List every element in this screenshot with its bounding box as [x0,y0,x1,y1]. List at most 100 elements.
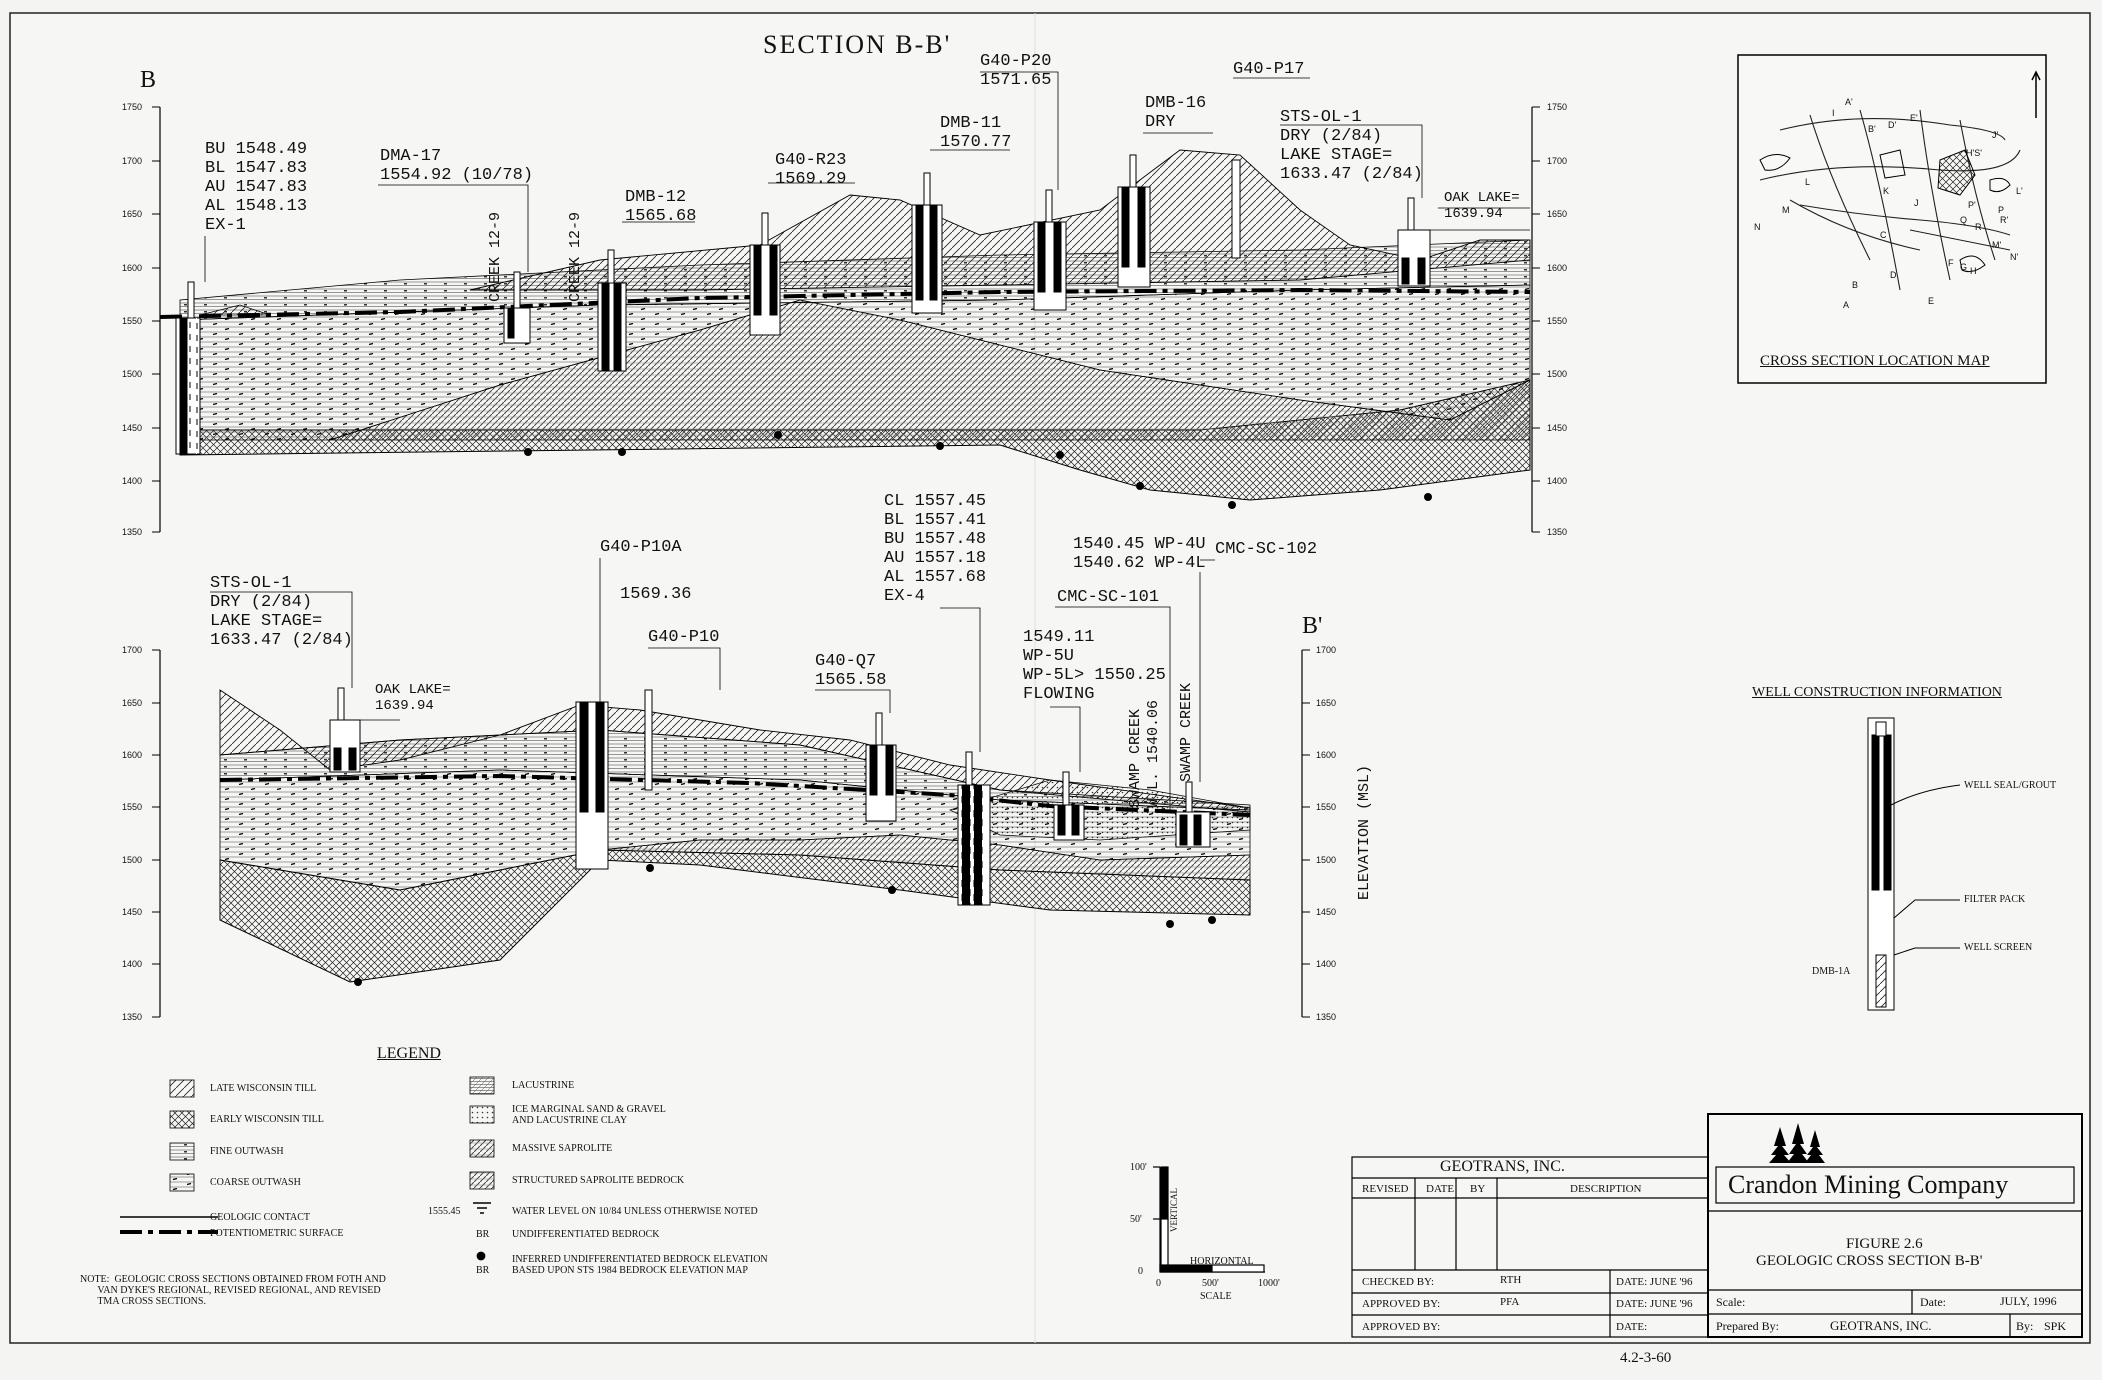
legend-swatches [120,1076,495,1261]
label-p20: G40-P20 1571.65 [980,52,1052,90]
tick-label: 1500 [1547,369,1568,379]
label-p10a: G40-P10A [600,538,682,557]
tick-label: 1550 [1316,802,1337,812]
map-letter: E' [1910,113,1918,123]
tick-label: 1350 [1316,1012,1337,1022]
label-swamp-creek: SWAMP CREEK [1178,682,1195,782]
map-letter: K [1883,186,1890,196]
map-letter: E [1928,296,1935,306]
well-p10 [644,689,653,791]
legend-massive-saprolite: MASSIVE SAPROLITE [512,1143,613,1154]
scale-h1000: 1000' [1258,1278,1280,1289]
label-sts-ol-1-upper: STS-OL-1 DRY (2/84) LAKE STAGE= 1633.47 … [1280,108,1423,184]
location-map-caption: CROSS SECTION LOCATION MAP [1760,353,1990,369]
well-screen-label: WELL SCREEN [1964,942,2033,953]
upper-section [152,71,1540,533]
well-construction-diagram [1867,717,1961,1011]
map-letter: A [1843,300,1850,310]
tick-label: 1750 [122,102,143,112]
map-letter: P [1998,205,2005,215]
legend-undiff-bedrock: UNDIFFERENTIATED BEDROCK [512,1229,660,1240]
tick-label: 1450 [1316,907,1337,917]
checked-value: RTH [1500,1274,1522,1286]
label-creek-a: CREEK 12-9 [487,211,504,302]
section-title: SECTION B-B' [763,30,952,59]
label-dmb12: DMB-12 1565.68 [625,188,697,226]
legend-potentiometric: POTENTIOMETRIC SURFACE [210,1228,344,1239]
col-revised: REVISED [1362,1183,1409,1195]
company-name: Crandon Mining Company [1728,1170,2009,1199]
scale-v0: 0 [1138,1266,1143,1277]
map-letter: M [1782,205,1790,215]
approved-value: PFA [1500,1296,1520,1308]
tick-label: 1500 [122,369,143,379]
map-letter: M' [1992,240,2002,250]
label-creek-b: CREEK 12-9 [567,211,584,302]
map-letter: L [1805,177,1811,187]
firm-name: GEOTRANS, INC. [1440,1158,1565,1175]
checked-date: DATE: JUNE '96 [1616,1276,1693,1288]
scale-field: Scale: [1716,1295,1746,1309]
col-date: DATE [1426,1183,1455,1195]
by-value: SPK [2044,1319,2067,1333]
tick-label: 1400 [122,476,143,486]
prepared-by: Prepared By: [1716,1319,1779,1333]
scale-h500: 500' [1202,1278,1219,1289]
label-p17: G40-P17 [1233,60,1305,79]
tick-label: 1550 [1547,316,1568,326]
map-letter: H [1970,266,1977,276]
label-dmb11: DMB-11 1570.77 [940,114,1012,152]
map-letter: G [1960,262,1968,272]
date-field: Date: [1920,1295,1946,1309]
label-q7: G40-Q7 1565.58 [815,652,887,690]
end-label-b-prime: B' [1302,613,1323,639]
potentiometric-surface-upper [159,287,1531,319]
approved-date-1: DATE: JUNE '96 [1616,1298,1693,1310]
end-label-b: B [140,67,157,93]
map-letter: B [1852,280,1859,290]
scale-label: SCALE [1200,1291,1232,1302]
col-by: BY [1470,1183,1486,1195]
tick-label: 1600 [1547,263,1568,273]
label-wp5: 1549.11 WP-5U WP-5L> 1550.25 FLOWING [1023,628,1166,704]
tick-label: 1500 [122,855,143,865]
approved-by-2: APPROVED BY: [1362,1321,1441,1333]
tick-label: 1650 [1316,698,1337,708]
map-letter: F [1948,258,1954,268]
map-letter: N' [2010,252,2019,262]
scale-h0: 0 [1156,1278,1161,1289]
tick-label: 1450 [1547,423,1568,433]
bedrock-markers-lower [354,864,1216,986]
label-oak-lake-lower: OAK LAKE= 1639.94 [375,682,451,714]
prepared-value: GEOTRANS, INC. [1830,1318,1932,1333]
bedrock-markers-upper [524,431,1432,509]
tick-label: 1350 [122,527,143,537]
title-block [1351,1113,2083,1338]
tick-label: 1400 [1547,476,1568,486]
tick-label: 1500 [1316,855,1337,865]
tick-label: 1700 [122,645,143,655]
checked-by: CHECKED BY: [1362,1276,1435,1288]
lower-section [152,558,1310,1018]
by-field: By: [2016,1319,2034,1333]
tick-label: 1450 [122,423,143,433]
legend-inferred-bedrock: INFERRED UNDIFFERENTIATED BEDROCK ELEVAT… [512,1254,768,1276]
figure-number: FIGURE 2.6 [1846,1236,1923,1252]
col-description: DESCRIPTION [1570,1183,1642,1195]
legend-br-symbol-2: BR [476,1265,490,1276]
location-map [1737,54,2047,384]
map-letter: P' [1968,200,1976,210]
legend-water-level-value: 1555.45 [428,1206,461,1217]
tick-label: 1650 [122,209,143,219]
label-ex1: BU 1548.49 BL 1547.83 AU 1547.83 AL 1548… [205,140,308,235]
label-oak-lake-upper: OAK LAKE= 1639.94 [1444,190,1520,222]
tick-label: 1700 [1316,645,1337,655]
scale-vertical-label: VERTICAL [1169,1188,1179,1232]
map-letter: R [1975,222,1982,232]
map-letter: N [1754,222,1761,232]
map-letter: A' [1845,97,1853,107]
map-letter: R' [2000,215,2009,225]
tick-label: 1750 [1547,102,1568,112]
pine-trees-logo [1769,1123,1825,1163]
label-p10a-value: 1569.36 [620,585,692,604]
